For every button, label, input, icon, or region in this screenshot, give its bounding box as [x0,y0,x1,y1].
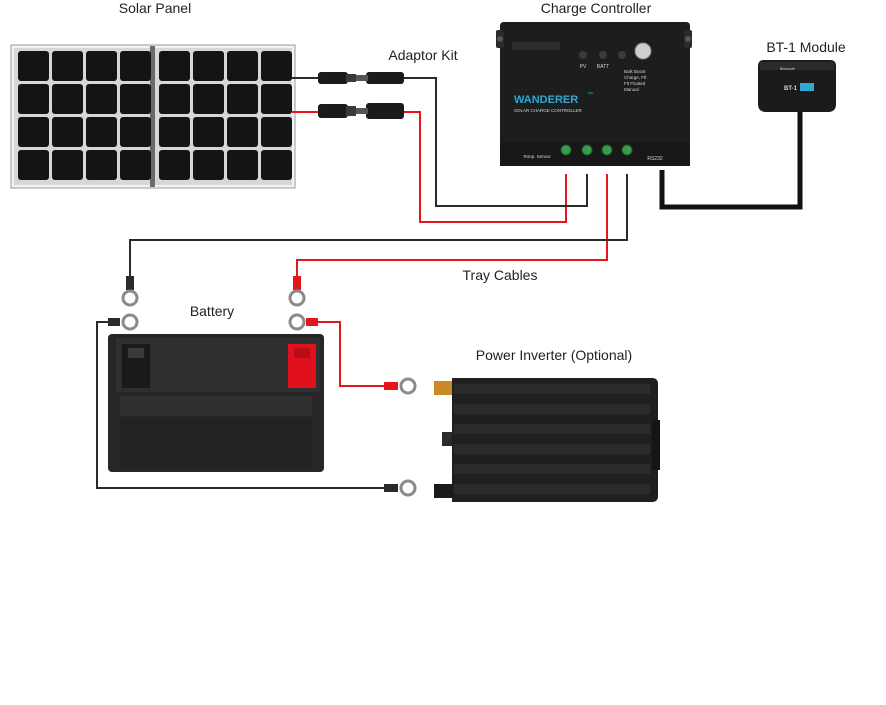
solar-cell [120,84,151,114]
solar-cell [86,84,117,114]
solar-cell [193,117,224,147]
bt1-communication-cable [659,110,803,210]
solar-cell [52,150,83,180]
charge-controller-label: Charge Controller [541,0,652,16]
battery-positive-terminal-icon [601,144,613,156]
solar-cell [159,117,190,147]
bt1-module-label: BT-1 Module [766,39,846,55]
adaptor-kit-label: Adaptor Kit [388,47,457,63]
rs232-label: RS232 [647,156,663,162]
batt-led-label: BATT [597,64,609,70]
solar-cell [120,117,151,147]
solar-cell [227,150,258,180]
ring-terminals [108,276,417,497]
solar-cell [52,117,83,147]
mode-text-line: Flt Floated [624,81,646,86]
mode-text-line: Manual [624,87,639,92]
solar-cell [261,51,292,81]
solar-cells [18,51,292,180]
ring-terminal-icon [288,313,318,331]
batt-led-icon [599,51,607,59]
solar-cell [18,84,49,114]
battery-negative-tray-cable [129,174,628,286]
mc4-connector-negative [318,72,404,84]
solar-cell [227,84,258,114]
ring-terminal-icon [384,479,417,497]
solar-cell [227,51,258,81]
controller-subtitle: SOLAR CHARGE CONTROLLER [514,108,583,113]
bt1-mark: BT-1 [784,86,798,92]
status-led-icon [618,51,626,59]
pv-negative-terminal-icon [581,144,593,156]
ring-terminal-icon [108,313,139,331]
solar-cell [86,117,117,147]
charge-controller: PV BATT Bulk Boost Charge, Flt Flt Float… [496,22,692,166]
mode-button-icon [634,42,652,60]
mode-text: Bulk Boost Charge, Flt Flt Floated Manua… [624,69,647,92]
solar-cell [86,51,117,81]
inverter-positive-wire [318,321,398,387]
ring-terminal-icon [288,276,306,307]
solar-cell [159,150,190,180]
solar-cell [120,150,151,180]
solar-cell [52,84,83,114]
pv-led-label: PV [580,64,587,70]
solar-cell [159,84,190,114]
temp-sensor-label: Temp. Sensor [523,154,551,159]
battery-negative-terminal-icon [621,144,633,156]
bt1-small-label: Bluetooth [780,67,795,71]
solar-panel-label: Solar Panel [119,0,191,16]
mc4-connector-positive [318,103,404,119]
solar-cell [18,117,49,147]
solar-cell [193,150,224,180]
power-inverter [434,378,660,502]
ring-terminal-icon [384,377,417,395]
inverter-negative-terminal-icon [434,484,454,498]
battery-label: Battery [190,303,234,319]
mode-text-line: Charge, Flt [624,75,647,80]
solar-cell [193,84,224,114]
controller-trademark: ™ [587,91,593,98]
solar-cell [159,51,190,81]
battery-positive-tray-cable [296,174,608,286]
controller-brand: WANDERER [514,94,578,106]
pv-positive-terminal-icon [560,144,572,156]
inverter-negative-wire [96,321,398,489]
bt1-module: BT-1 Bluetooth [758,60,836,112]
solar-panel [10,44,296,189]
tray-cables-label: Tray Cables [463,267,538,283]
adaptor-kit [292,72,404,119]
bluetooth-icon [800,83,814,91]
pv-negative-wire [404,77,588,207]
solar-cell [120,51,151,81]
solar-cell [227,117,258,147]
mode-text-line: Bulk Boost [624,69,646,74]
pv-led-icon [579,51,587,59]
solar-cell [193,51,224,81]
solar-cell [18,51,49,81]
solar-cell [261,117,292,147]
solar-cell [86,150,117,180]
solar-cell [52,51,83,81]
ring-terminal-icon [121,276,139,307]
solar-cell [261,84,292,114]
inverter-positive-terminal-icon [434,381,454,395]
power-inverter-label: Power Inverter (Optional) [476,347,632,363]
wires [96,77,803,489]
solar-cell [18,150,49,180]
solar-cell [261,150,292,180]
battery [108,334,324,472]
